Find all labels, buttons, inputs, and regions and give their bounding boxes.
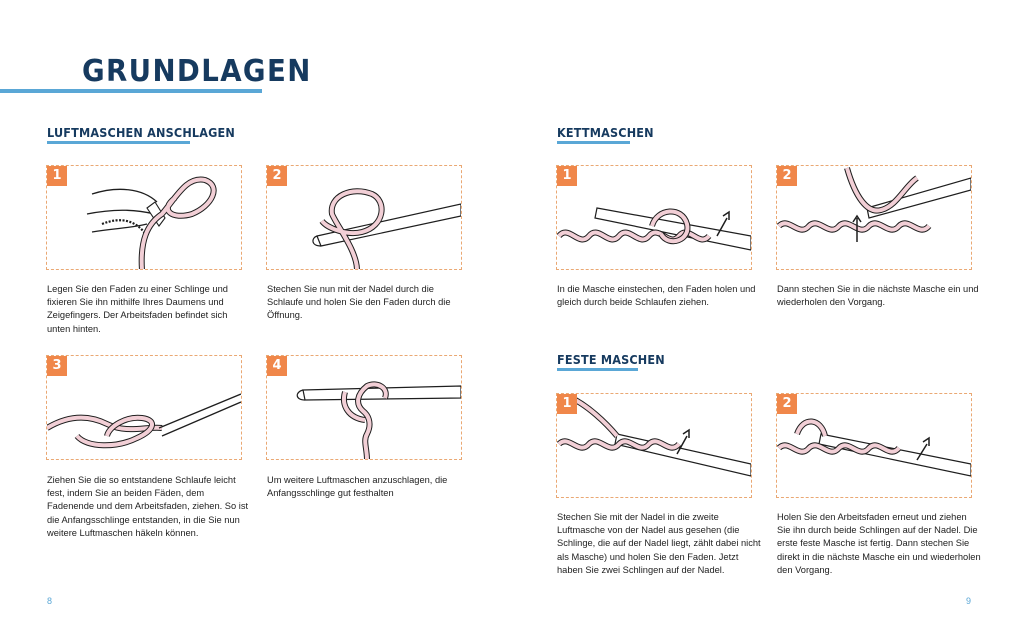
hook-with-chain-illustration: [296, 381, 461, 459]
page-number-left: 8: [47, 596, 53, 606]
page-number-right: 9: [966, 596, 972, 606]
kettmaschen-step-1-illustration: 1: [556, 165, 752, 270]
step-badge: 1: [557, 166, 577, 186]
step-badge: 2: [777, 394, 797, 414]
page-title: GRUNDLAGEN: [82, 54, 312, 89]
feste-maschen-step-2-caption: Holen Sie den Arbeitsfaden erneut und zi…: [777, 512, 981, 575]
title-underline: [0, 89, 262, 93]
kettmaschen-step-2-illustration: 2: [776, 165, 972, 270]
step-badge: 1: [557, 394, 577, 414]
luftmaschen-step-1-caption: Legen Sie den Faden zu einer Schlinge un…: [47, 284, 228, 334]
luftmaschen-step-2-caption: Stechen Sie nun mit der Nadel durch die …: [267, 284, 451, 321]
feste-maschen-step-2-illustration: 2: [776, 393, 972, 498]
hook-through-loop-illustration: [312, 188, 461, 269]
slip-stitch-repeat-illustration: [777, 167, 971, 242]
kettmaschen-step-2-caption: Dann stechen Sie in die nächste Masche e…: [777, 284, 979, 308]
slip-stitch-illustration: [557, 207, 751, 251]
single-crochet-step-2-illustration: [777, 418, 971, 477]
luftmaschen-step-1-illustration: 1: [46, 165, 242, 270]
step-badge: 3: [47, 356, 67, 376]
section-title-feste-maschen: FESTE MASCHEN: [557, 352, 665, 367]
hand-loop-illustration: [86, 176, 217, 269]
section-title-luftmaschen: LUFTMASCHEN ANSCHLAGEN: [47, 125, 236, 140]
step-badge: 2: [777, 166, 797, 186]
luftmaschen-step-4-illustration: 4: [266, 355, 462, 460]
kettmaschen-step-1-caption: In die Masche einstechen, den Faden hole…: [557, 284, 756, 308]
luftmaschen-step-3-illustration: 3: [46, 355, 242, 460]
feste-maschen-step-1-illustration: 1: [556, 393, 752, 498]
slip-knot-illustration: [47, 393, 241, 449]
section-title-kettmaschen: KETTMASCHEN: [557, 125, 654, 140]
step-badge: 4: [267, 356, 287, 376]
feste-maschen-step-1-caption: Stechen Sie mit der Nadel in die zweite …: [557, 512, 761, 575]
single-crochet-step-1-illustration: [557, 394, 751, 477]
step-badge: 1: [47, 166, 67, 186]
luftmaschen-step-2-illustration: 2: [266, 165, 462, 270]
luftmaschen-step-4-caption: Um weitere Luftmaschen anzuschlagen, die…: [267, 475, 448, 499]
section-underline-feste-maschen: [557, 368, 638, 371]
luftmaschen-step-3-caption: Ziehen Sie die so entstandene Schlaufe l…: [47, 475, 249, 538]
section-underline-kettmaschen: [557, 141, 630, 144]
step-badge: 2: [267, 166, 287, 186]
section-underline-luftmaschen: [47, 141, 190, 144]
